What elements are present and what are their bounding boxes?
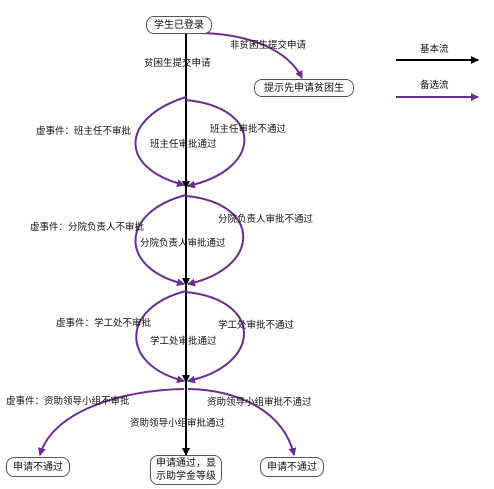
alt-flow-aid-group-virtual-arrow [38,388,185,456]
label-student-office-pass: 学工处审批通过 [150,336,217,347]
label-poor-apply: 贫困生提交申请 [144,58,211,69]
legend-basic-flow-label: 基本流 [420,44,449,55]
label-head-teacher-pass: 班主任审批通过 [150,139,217,150]
alt-flow-branch-leader-virtual-arrow [134,194,187,287]
node-prompt-apply: 提示先申请贫困生 [254,79,354,97]
label-branch-leader-pass: 分院负责人审批通过 [140,238,226,249]
alt-flow-branch-leader-reject-arrow [185,195,245,287]
label-virtual-aid-group: 虚事件：资助领导小组不审批 [6,396,130,407]
label-virtual-head-teacher: 虚事件：班主任不审批 [36,126,132,137]
alt-flow-head-teacher-reject-arrow [185,99,246,189]
legend-alt-flow-label: 备选流 [420,80,449,91]
alt-flow-aid-group-reject-arrow [187,388,297,456]
alt-flow-not-poor-arrow [199,32,303,79]
alt-flow-student-office-virtual-arrow [135,290,187,384]
label-branch-leader-reject: 分院负责人审批不通过 [218,214,314,225]
label-student-office-reject: 学工处审批不通过 [218,320,295,331]
node-start: 学生已登录 [146,16,212,34]
node-success-line2: 示助学金等级 [156,471,216,482]
label-virtual-student-office: 虚事件：学工处不审批 [56,318,152,329]
alt-flow-student-office-reject-arrow [185,291,245,384]
label-head-teacher-reject: 班主任审批不通过 [210,124,287,135]
label-aid-group-pass: 资助领导小组审批通过 [130,418,226,429]
label-virtual-branch-leader: 虚事件：分院负责人不审批 [30,222,145,233]
node-success: 申请通过，显 示助学金等级 [150,455,222,485]
node-success-line1: 申请通过，显 [156,458,216,469]
node-reject-left: 申请不通过 [6,457,70,477]
alt-flow-head-teacher-virtual-arrow [134,96,187,188]
node-reject-right: 申请不通过 [260,457,324,477]
label-not-poor-apply: 非贫困生提交申请 [230,40,307,51]
label-aid-group-reject: 资助领导小组审批不通过 [207,397,312,408]
